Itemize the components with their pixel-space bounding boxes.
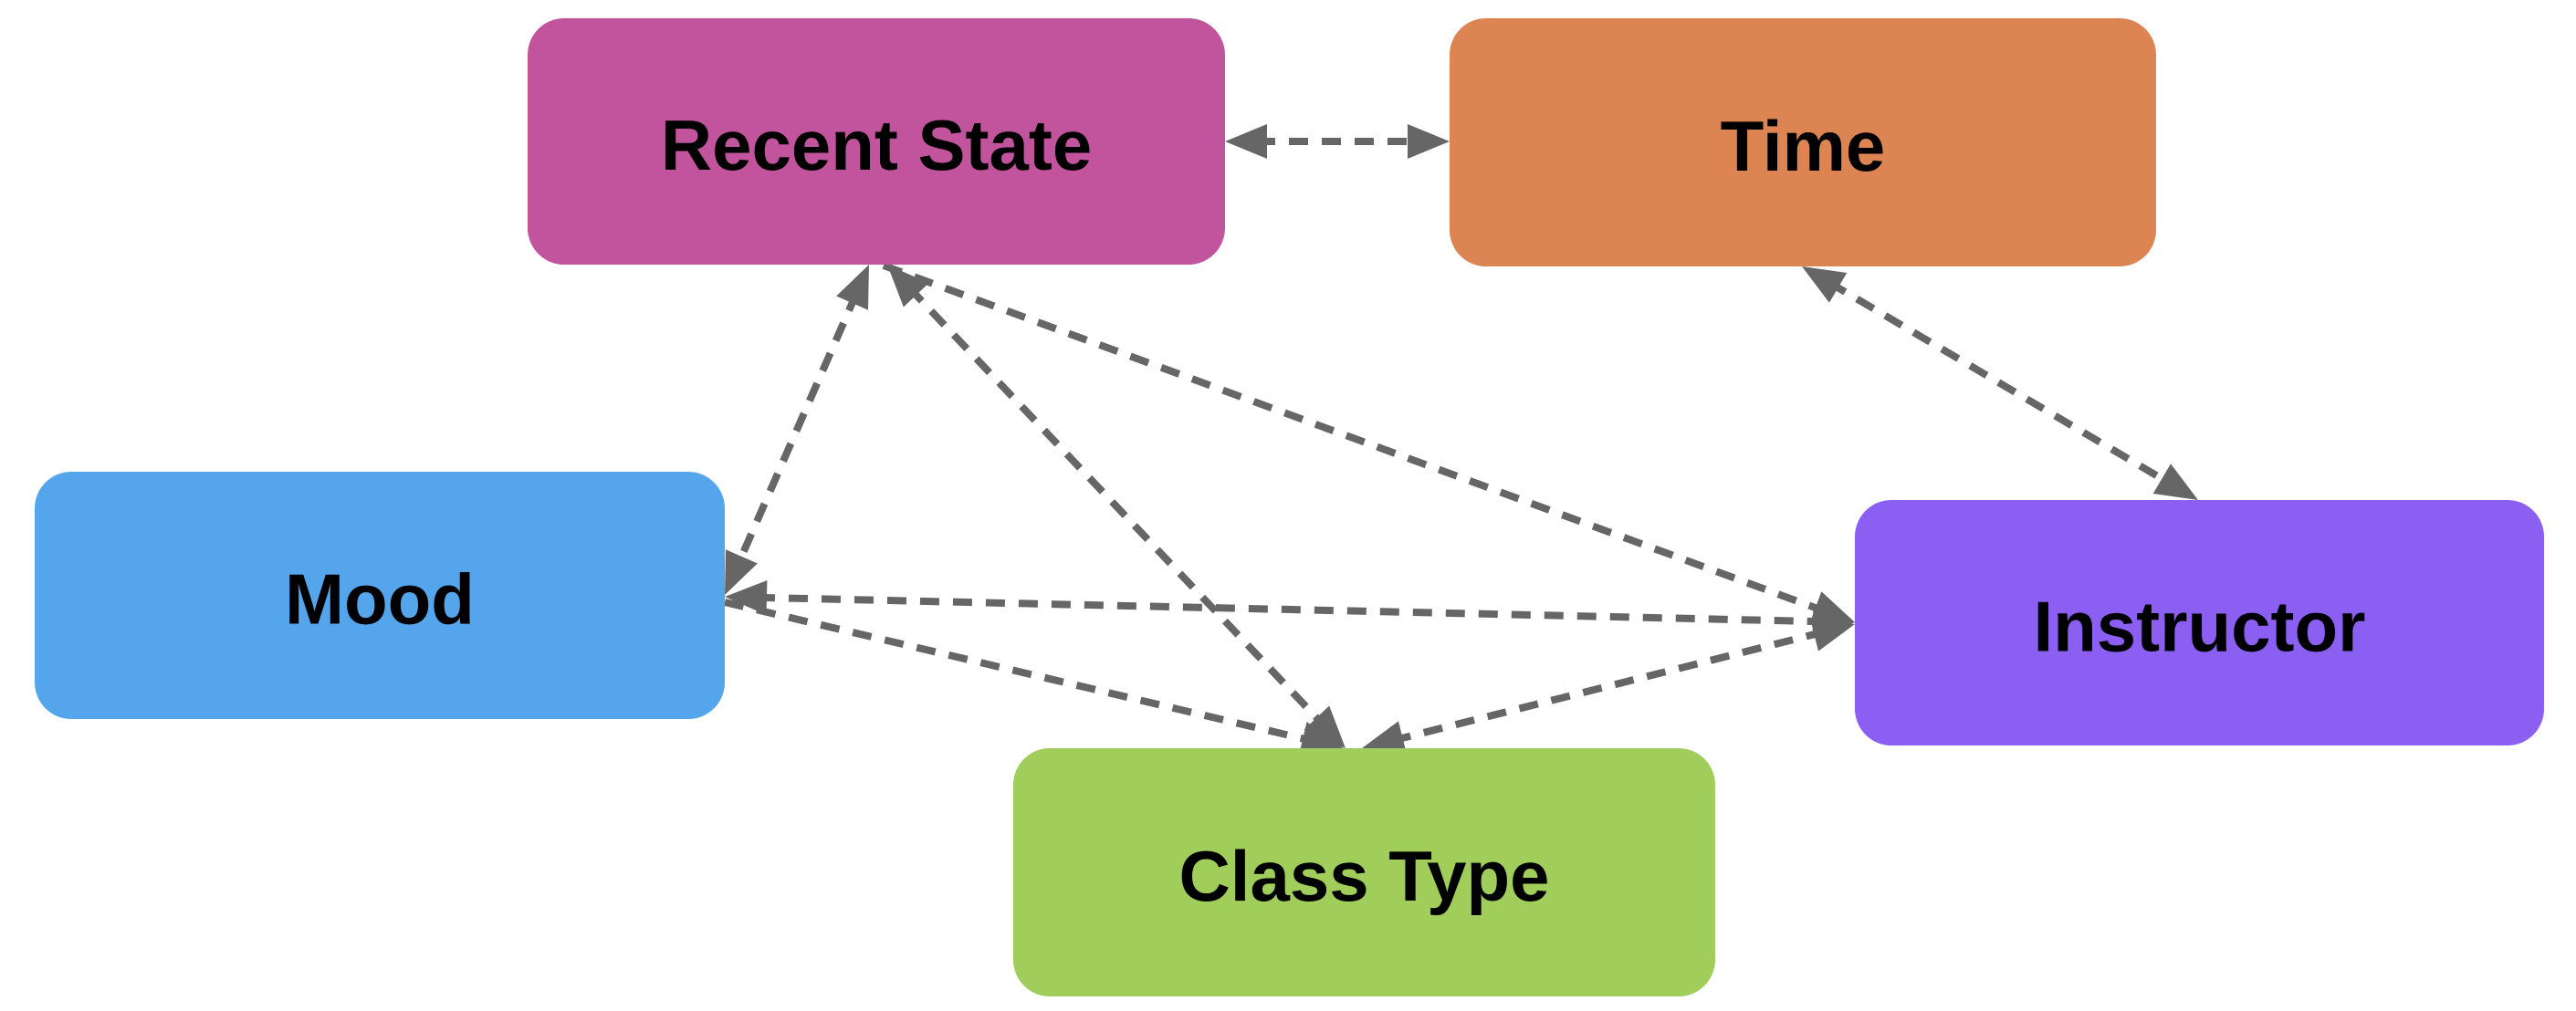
edge-recent-state-mood — [733, 291, 861, 568]
edge-recent-state-class-type — [906, 284, 1327, 729]
arrowhead-into-instructor — [1809, 617, 1855, 651]
node-instructor-label: Instructor — [2033, 587, 2365, 667]
node-recent-state: Recent State — [528, 18, 1225, 265]
node-mood: Mood — [35, 472, 725, 719]
arrowhead-into-recent-state — [836, 265, 869, 310]
arrowhead-into-time — [1802, 266, 1848, 303]
arrowhead-into-recent-state — [887, 265, 929, 307]
node-time-label: Time — [1721, 106, 1886, 186]
arrowhead-into-mood — [725, 580, 768, 616]
node-time: Time — [1450, 18, 2156, 266]
node-class-type-label: Class Type — [1178, 836, 1549, 916]
node-recent-state-label: Recent State — [661, 105, 1093, 185]
edge-mood-instructor — [755, 593, 1825, 626]
node-instructor-box — [1855, 500, 2544, 745]
arrowhead-into-time — [1408, 124, 1450, 159]
edge-recent-state-instructor — [882, 262, 1827, 616]
node-instructor: Instructor — [1855, 500, 2544, 745]
node-recent-state-box — [528, 18, 1225, 265]
edge-mood-class-type — [724, 599, 1314, 745]
edge-instructor-class-type — [1390, 628, 1827, 745]
arrowhead-into-class-type — [1298, 721, 1344, 756]
arrowhead-into-recent-state — [1225, 124, 1267, 159]
node-mood-box — [35, 472, 725, 719]
arrowhead-into-class-type — [1304, 705, 1346, 748]
node-mood-label: Mood — [285, 559, 475, 640]
node-class-type-box — [1013, 748, 1715, 996]
node-class-type: Class Type — [1013, 748, 1715, 996]
node-time-box — [1450, 18, 2156, 266]
arrowhead-into-instructor — [2152, 464, 2198, 500]
edges-layer — [724, 124, 2198, 756]
arrowhead-into-class-type — [1362, 721, 1408, 756]
arrowhead-into-mood — [725, 549, 758, 595]
edge-time-instructor — [1827, 278, 2173, 488]
